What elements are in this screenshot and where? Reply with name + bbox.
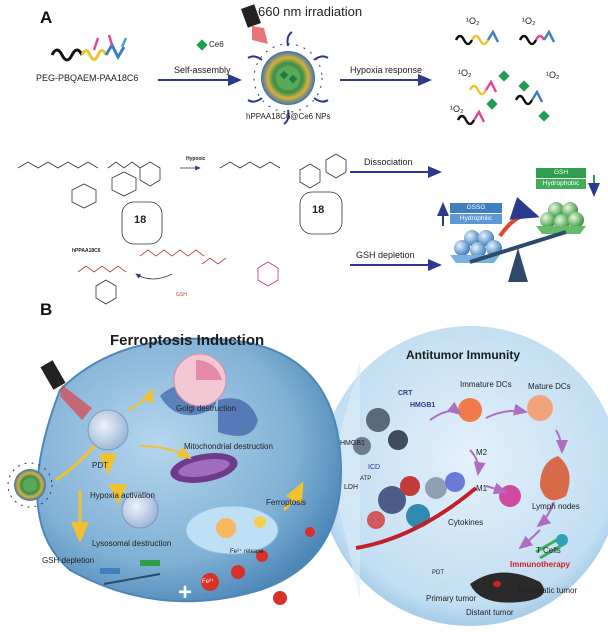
panel-a-label: A (40, 8, 53, 27)
ldh-label: LDH (344, 484, 359, 491)
singlet-oxygen-1: ¹O₂ (466, 16, 480, 26)
hypoxia-response-label: Hypoxia response (350, 65, 423, 75)
hmgb1-side-label: HMGB1 (340, 440, 365, 447)
singlet-oxygen-2: ¹O₂ (522, 16, 536, 26)
ce6-label: Ce6 (209, 40, 224, 49)
balance-scale-icon (437, 168, 600, 282)
pdt-small-label: PDT (432, 570, 444, 576)
flashlight-b-icon (40, 360, 92, 420)
cytokines-label: Cytokines (448, 518, 484, 527)
hypoxia-activation-label: Hypoxia activation (90, 491, 155, 500)
lysosomal-label: Lysosomal destruction (92, 539, 172, 548)
mini-balance-icon (100, 560, 161, 585)
mature-dcs-label: Mature DCs (528, 382, 571, 391)
crt-label: CRT (398, 390, 413, 397)
metastatic-label: Metastatic tumor (518, 586, 578, 595)
polymer-name: PEG-PBQAEM-PAA18C6 (36, 73, 139, 83)
hppaa-label: hPPAA18C6 (72, 248, 101, 254)
hydrophilic-label: Hydrophilic (459, 215, 493, 222)
ferroptosis-title: Ferroptosis Induction (110, 332, 265, 349)
crown-number-right: 18 (312, 204, 325, 216)
m1-label: M1 (476, 484, 488, 493)
antitumor-title: Antitumor Immunity (406, 348, 520, 362)
immune-elements (353, 395, 570, 603)
fe2-label: Fe²⁺ (202, 579, 215, 585)
gssg-label: GSSG (466, 204, 486, 211)
icd-label: ICD (368, 464, 381, 471)
m2-label: M2 (476, 448, 488, 457)
flashlight-icon (241, 4, 268, 44)
golgi-label: Golgi destruction (176, 404, 237, 413)
nanoparticle-label: hPPAA18C6@Ce6 NPs (246, 112, 331, 121)
atp-label: ATP (360, 476, 372, 482)
hypoxic-label: Hypoxic (186, 156, 206, 162)
t-cells-label: T Cells (536, 546, 561, 555)
immature-dcs-label: Immature DCs (460, 380, 512, 389)
hmgb1-label: HMGB1 (410, 402, 436, 409)
plus-icon: + (178, 579, 192, 606)
immunotherapy-label: Immunotherapy (510, 560, 571, 569)
crown-number-left: 18 (134, 214, 147, 226)
ferroptosis-label: Ferroptosis (266, 498, 307, 507)
distant-label: Distant tumor (466, 608, 514, 617)
panel-b-label: B (40, 300, 53, 319)
chemical-structure-top (17, 153, 347, 245)
irradiation-label: 660 nm irradiation (258, 4, 363, 19)
fragments-icon (454, 29, 556, 126)
nanoparticle-b-icon (7, 462, 53, 508)
singlet-oxygen-3: ¹O₂ (458, 68, 472, 78)
pdt-label: PDT (92, 461, 108, 470)
gsh-depletion-b-label: GSH depletion (42, 556, 95, 565)
self-assembly-label: Self-assembly (174, 65, 231, 75)
fe-ions (201, 527, 315, 605)
gsh-depletion-label: GSH depletion (356, 250, 415, 260)
dissociation-label: Dissociation (364, 157, 413, 167)
fe-release-label: Fe²⁺ release (230, 549, 264, 555)
ce6-diamond-icon (196, 39, 208, 51)
organelles (87, 353, 279, 555)
singlet-oxygen-4: ¹O₂ (546, 70, 560, 80)
primary-label: Primary tumor (426, 594, 477, 603)
gsh-label: GSH (553, 169, 569, 176)
singlet-oxygen-5: ¹O₂ (450, 104, 464, 114)
chemical-structure-bottom (77, 249, 279, 305)
mitochondrial-label: Mitochondrial destruction (184, 442, 273, 451)
nanoparticle-icon (247, 31, 329, 125)
lymph-nodes-label: Lymph nodes (532, 502, 580, 511)
hydrophobic-label: Hydrophobic (542, 180, 580, 187)
gsh-small-label: GSH (176, 292, 187, 298)
polymer-chain-icon (50, 34, 128, 62)
